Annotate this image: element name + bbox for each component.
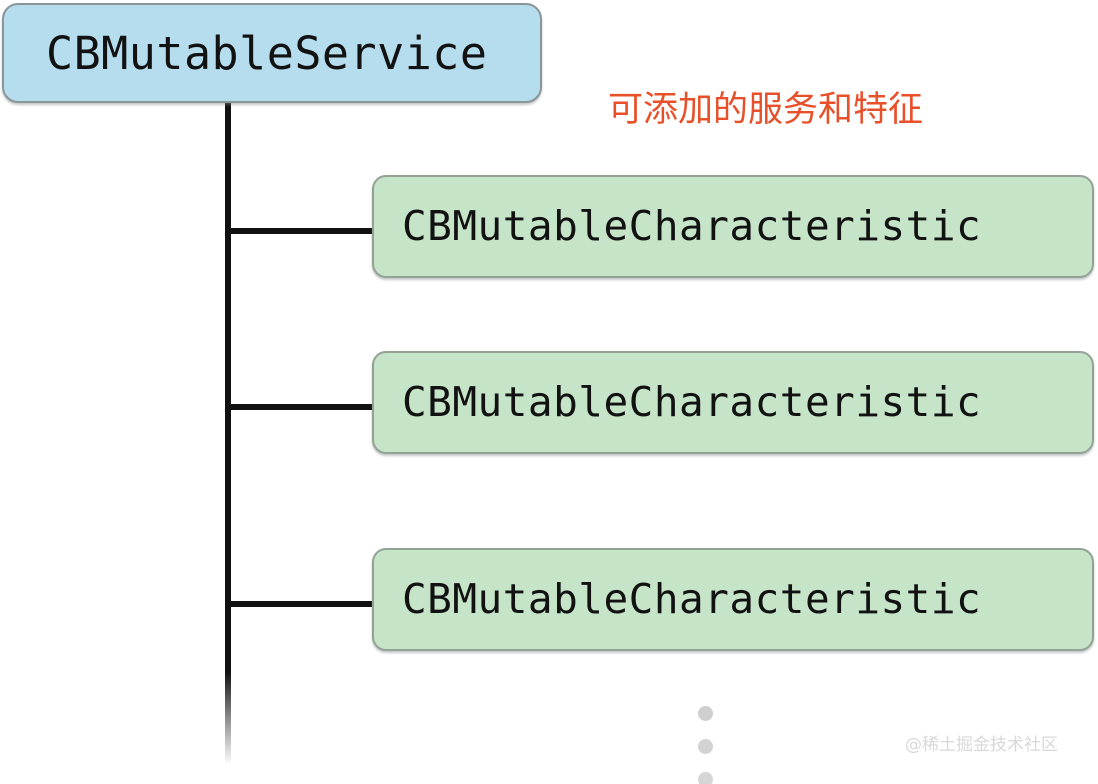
- ellipsis-dot-1: [698, 706, 713, 721]
- vertical-ellipsis-icon: [698, 706, 714, 784]
- node-cbmutablecharacteristic-3[interactable]: CBMutableCharacteristic: [372, 548, 1094, 651]
- annotation-addable-services: 可添加的服务和特征: [608, 90, 924, 130]
- node-cbmutablecharacteristic-2-label: CBMutableCharacteristic: [402, 378, 982, 426]
- connector-trunk-line: [225, 100, 231, 765]
- connector-branch-3: [227, 601, 374, 607]
- ellipsis-dot-2: [698, 739, 713, 754]
- ellipsis-dot-3: [698, 772, 713, 784]
- node-cbmutableservice[interactable]: CBMutableService: [2, 3, 542, 103]
- connector-branch-1: [227, 228, 374, 234]
- node-cbmutablecharacteristic-2[interactable]: CBMutableCharacteristic: [372, 351, 1094, 454]
- watermark: @稀土掘金技术社区: [905, 735, 1058, 755]
- node-cbmutableservice-label: CBMutableService: [46, 26, 488, 80]
- connector-branch-2: [227, 404, 374, 410]
- node-cbmutablecharacteristic-1-label: CBMutableCharacteristic: [402, 202, 982, 250]
- node-cbmutablecharacteristic-1[interactable]: CBMutableCharacteristic: [372, 175, 1094, 278]
- node-cbmutablecharacteristic-3-label: CBMutableCharacteristic: [402, 575, 982, 623]
